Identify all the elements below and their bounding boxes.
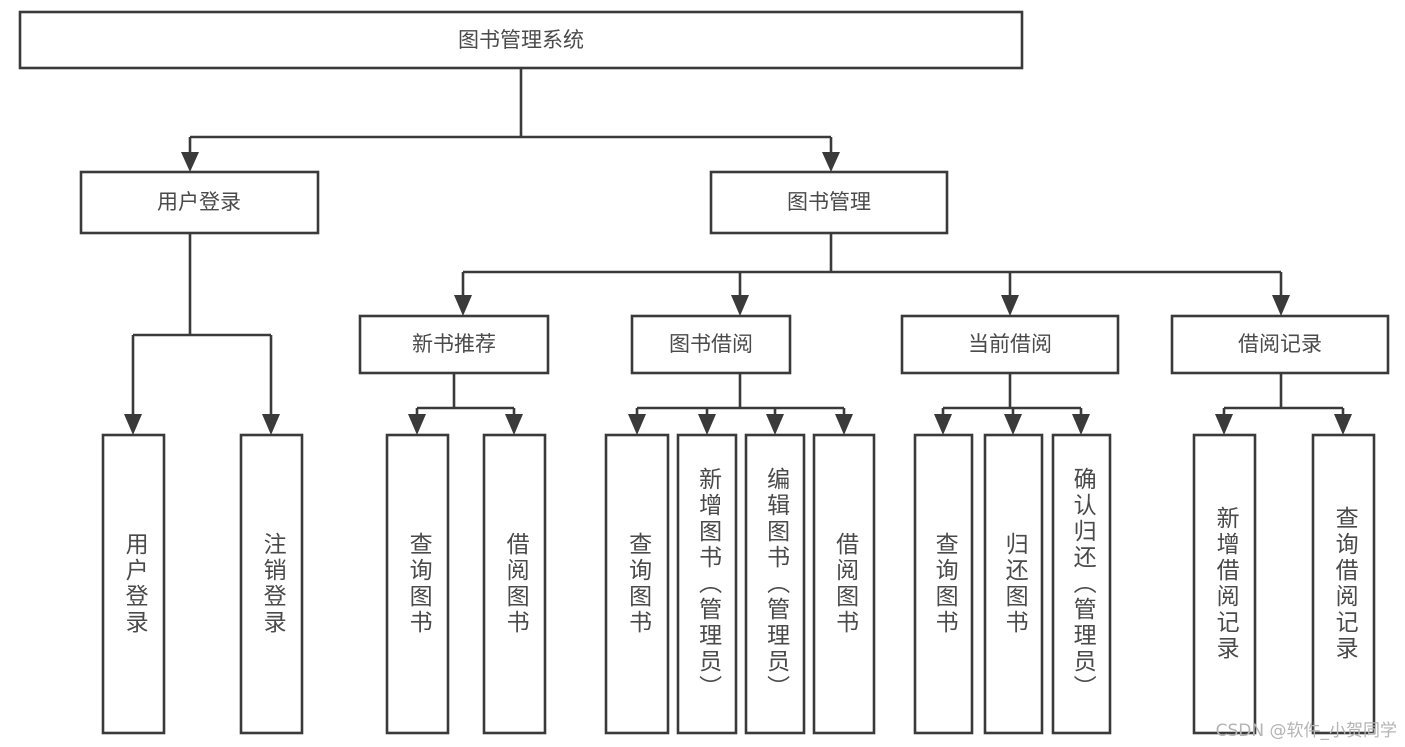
arrow-head-leaf-book-borrow-2	[698, 414, 716, 435]
arrow-head-leaf-user-login-1	[124, 414, 142, 435]
leaf-box-book-borrow-4[interactable]	[812, 433, 876, 735]
connector-group-root	[181, 68, 840, 172]
connector-group-borrow-record	[1215, 373, 1352, 435]
arrow-head-leaf-new-book-1	[408, 414, 426, 435]
leaf-box-borrow-record-2[interactable]	[1311, 433, 1376, 735]
node-new-book-recommend-label: 新书推荐	[412, 332, 496, 356]
node-user-login-box[interactable]	[79, 170, 320, 235]
leaf-box-current-borrow-1[interactable]	[913, 433, 974, 735]
arrow-head-leaf-current-borrow-1	[934, 414, 952, 435]
node-book-manage-label: 图书管理	[787, 190, 871, 214]
node-current-borrow[interactable]: 当前借阅	[900, 314, 1120, 375]
node-book-borrow-box[interactable]	[630, 314, 792, 375]
leaf-box-user-login-2[interactable]	[239, 433, 304, 735]
leaf-boxes	[101, 433, 1376, 735]
connector-group-book-borrow	[628, 373, 853, 435]
node-root-box[interactable]	[18, 10, 1024, 70]
arrow-head-book-borrow	[731, 295, 749, 316]
leaf-box-book-borrow-3[interactable]	[744, 433, 806, 735]
node-current-borrow-box[interactable]	[900, 314, 1120, 375]
connector-group-new-book-recommend	[408, 373, 523, 435]
leaf-box-book-borrow-2[interactable]	[676, 433, 738, 735]
node-borrow-record-label: 借阅记录	[1238, 332, 1322, 356]
node-book-manage[interactable]: 图书管理	[709, 170, 949, 235]
node-borrow-record-box[interactable]	[1170, 314, 1390, 375]
arrow-head-leaf-borrow-record-2	[1334, 414, 1352, 435]
arrow-head-leaf-current-borrow-3	[1072, 414, 1090, 435]
node-book-borrow-label: 图书借阅	[669, 332, 753, 356]
leaf-box-new-book-1[interactable]	[385, 433, 450, 735]
arrow-head-leaf-book-borrow-3	[766, 414, 784, 435]
arrow-head-book-manage	[822, 152, 840, 172]
arrow-head-leaf-book-borrow-1	[628, 414, 646, 435]
connector-group-current-borrow	[934, 373, 1090, 435]
leaf-box-current-borrow-3[interactable]	[1051, 433, 1112, 735]
arrow-head-borrow-record	[1272, 295, 1290, 316]
node-borrow-record[interactable]: 借阅记录	[1170, 314, 1390, 375]
leaf-box-current-borrow-2[interactable]	[983, 433, 1044, 735]
node-current-borrow-label: 当前借阅	[968, 332, 1052, 356]
arrow-head-new-book-recommend	[454, 295, 472, 316]
node-user-login[interactable]: 用户登录	[79, 170, 320, 235]
arrow-head-current-borrow	[1001, 295, 1019, 316]
arrow-head-leaf-borrow-record-1	[1215, 414, 1233, 435]
node-new-book-recommend[interactable]: 新书推荐	[358, 314, 550, 375]
leaf-box-user-login-1[interactable]	[101, 433, 166, 735]
node-new-book-recommend-box[interactable]	[358, 314, 550, 375]
node-user-login-label: 用户登录	[157, 190, 241, 214]
arrow-head-user-login	[181, 152, 199, 172]
node-book-manage-box[interactable]	[709, 170, 949, 235]
node-book-borrow[interactable]: 图书借阅	[630, 314, 792, 375]
arrow-head-leaf-user-login-2	[262, 414, 280, 435]
node-root[interactable]: 图书管理系统	[18, 10, 1024, 70]
arrow-head-leaf-new-book-2	[505, 414, 523, 435]
arrow-head-leaf-current-borrow-2	[1004, 414, 1022, 435]
arrow-head-leaf-book-borrow-4	[835, 414, 853, 435]
leaf-box-borrow-record-1[interactable]	[1192, 433, 1257, 735]
leaf-box-new-book-2[interactable]	[482, 433, 547, 735]
node-root-label: 图书管理系统	[458, 28, 584, 52]
leaf-box-book-borrow-1[interactable]	[604, 433, 670, 735]
connector-group-book-manage	[454, 233, 1290, 316]
connector-group-user-login	[124, 233, 280, 435]
